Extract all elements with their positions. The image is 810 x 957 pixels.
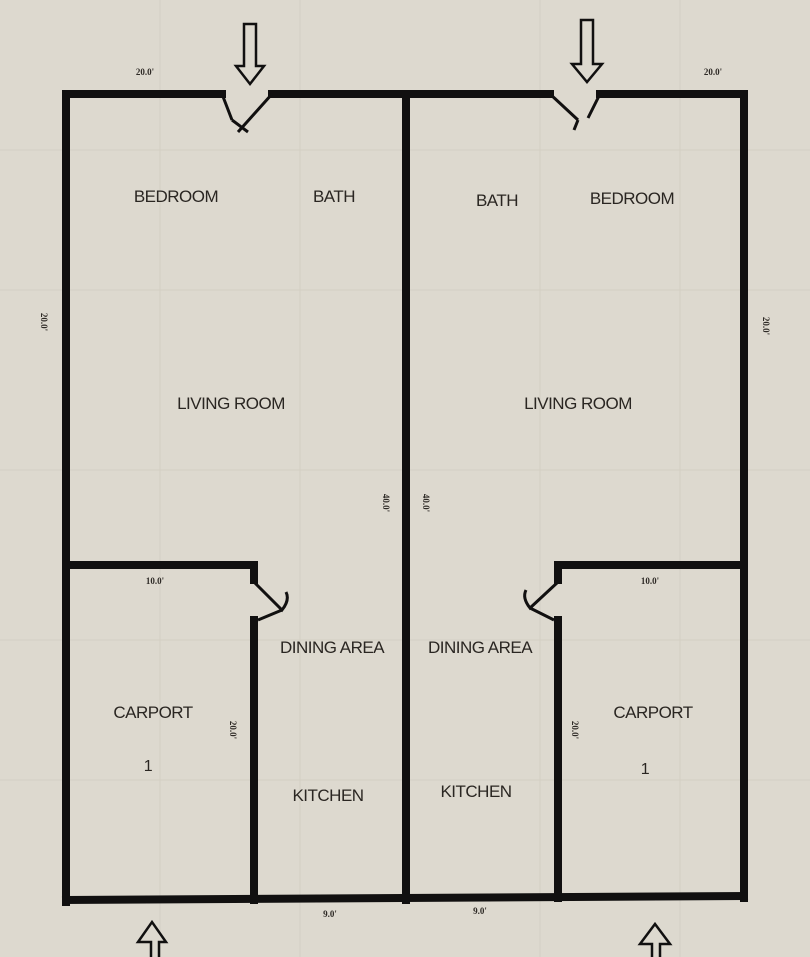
room-label-dining-left: DINING AREA	[279, 638, 385, 657]
dim-bottom-right: 9.0'	[473, 906, 487, 916]
dim-bottom-left: 9.0'	[323, 909, 337, 919]
wall-bottom	[61, 891, 749, 905]
door-top-left	[220, 92, 274, 134]
room-label-living-right: LIVING ROOM	[524, 394, 632, 413]
arrow-down-top-right-icon	[569, 18, 605, 84]
room-label-carport-right: CARPORT	[613, 703, 693, 722]
dim-center-right: 40.0'	[421, 493, 431, 513]
room-label-bedroom-left: BEDROOM	[133, 187, 219, 206]
room-label-carport-left: CARPORT	[113, 703, 193, 722]
dim-carport-width-left: 10.0'	[145, 576, 165, 586]
dim-top-right: 20.0'	[703, 67, 723, 77]
dim-center-left: 40.0'	[381, 493, 391, 513]
dim-outer-left: 20.0'	[39, 312, 49, 332]
carport-number-right: 1	[640, 761, 650, 778]
door-carport-right	[523, 580, 560, 622]
dim-carport-depth-right: 20.0'	[570, 720, 580, 740]
dim-carport-width-right: 10.0'	[640, 576, 660, 586]
room-label-bath-right: BATH	[475, 191, 519, 210]
room-label-dining-right: DINING AREA	[427, 638, 533, 657]
carport-number-left: 1	[143, 758, 153, 775]
door-carport-left	[252, 580, 289, 622]
arrow-up-bottom-right-icon	[637, 921, 673, 957]
door-top-right	[548, 92, 602, 131]
room-label-bedroom-right: BEDROOM	[589, 189, 675, 208]
room-label-bath-left: BATH	[312, 187, 356, 206]
dim-carport-depth-left: 20.0'	[228, 720, 238, 740]
room-label-kitchen-left: KITCHEN	[292, 786, 364, 805]
arrow-down-top-left-icon	[233, 22, 267, 87]
room-label-living-left: LIVING ROOM	[177, 394, 285, 413]
arrow-up-bottom-left-icon	[135, 919, 169, 957]
dim-top-left: 20.0'	[135, 67, 155, 77]
room-label-kitchen-right: KITCHEN	[440, 782, 512, 801]
dim-outer-right: 20.0'	[761, 316, 771, 336]
